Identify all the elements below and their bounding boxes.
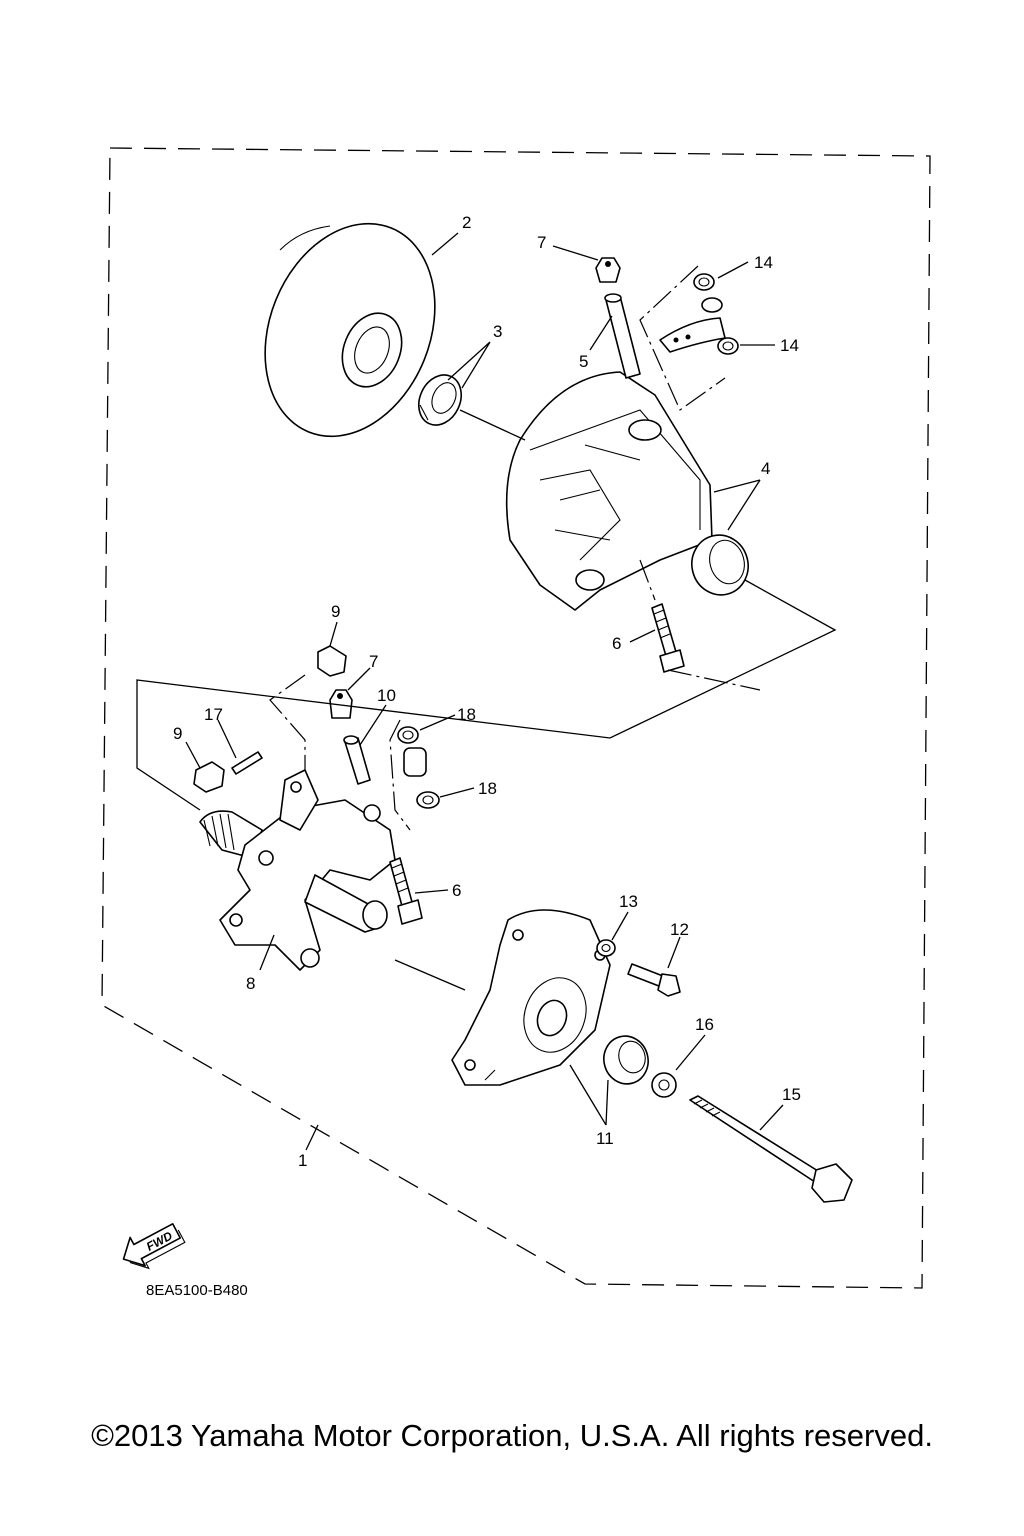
cam-weight-part-9-upper: [317, 645, 347, 677]
bolt-part-6-upper: [651, 603, 685, 673]
washers-part-14: [659, 273, 739, 355]
bolt-part-12: [627, 963, 681, 997]
callout-13: 13: [619, 892, 638, 911]
pin-part-10: [343, 735, 371, 785]
callout-18-lower: 18: [478, 779, 497, 798]
callout-10: 10: [377, 686, 396, 705]
callout-2: 2: [462, 213, 471, 232]
callout-9-upper: 9: [331, 602, 340, 621]
pin-part-17: [231, 751, 263, 775]
pin-part-5: [604, 293, 641, 379]
callout-15: 15: [782, 1085, 801, 1104]
callout-16: 16: [695, 1015, 714, 1034]
fwd-arrow-icon: FWD: [122, 1223, 186, 1270]
movable-sheave-part-2: [264, 222, 436, 438]
callout-14-upper: 14: [754, 253, 773, 272]
callout-7-lower: 7: [369, 652, 378, 671]
callout-3: 3: [493, 322, 502, 341]
nut-part-7-upper: [595, 257, 621, 283]
cam-weight-part-9-lower: [193, 761, 225, 793]
callout-17: 17: [204, 705, 223, 724]
copyright-notice: ©2013 Yamaha Motor Corporation, U.S.A. A…: [91, 1418, 933, 1453]
callout-6-lower: 6: [452, 881, 461, 900]
callout-9-lower: 9: [173, 724, 182, 743]
washer-part-16: [651, 1072, 677, 1098]
nut-part-7-lower: [329, 689, 353, 719]
callout-labels: 2 7 14 3 5 14 4 9 6 7 10 17 18 9 18 6 13…: [173, 213, 801, 1170]
leader-lines: [185, 232, 784, 1151]
callout-12: 12: [670, 920, 689, 939]
assembly-boundary: [101, 147, 931, 1289]
bolt-part-15: [689, 1095, 853, 1203]
collar-part-3: [418, 374, 462, 426]
callout-1: 1: [298, 1151, 307, 1170]
drawing-code: 8EA5100-B480: [146, 1282, 248, 1299]
callout-8: 8: [246, 974, 255, 993]
callout-5: 5: [579, 352, 588, 371]
callout-4: 4: [761, 459, 770, 478]
callout-6-upper: 6: [612, 634, 621, 653]
callout-7-upper: 7: [537, 233, 546, 252]
washer-part-13: [596, 939, 616, 957]
bolt-part-6-lower: [389, 857, 423, 925]
callout-14-lower: 14: [780, 336, 799, 355]
rollers-part-18: [397, 726, 440, 809]
assembly-lines: [136, 265, 837, 991]
fixed-sheave-housing-part-4: [505, 371, 749, 611]
callout-18-upper: 18: [457, 705, 476, 724]
cover-part-11: [451, 909, 649, 1086]
spider-part-8: [199, 769, 396, 971]
callout-11: 11: [596, 1129, 614, 1148]
